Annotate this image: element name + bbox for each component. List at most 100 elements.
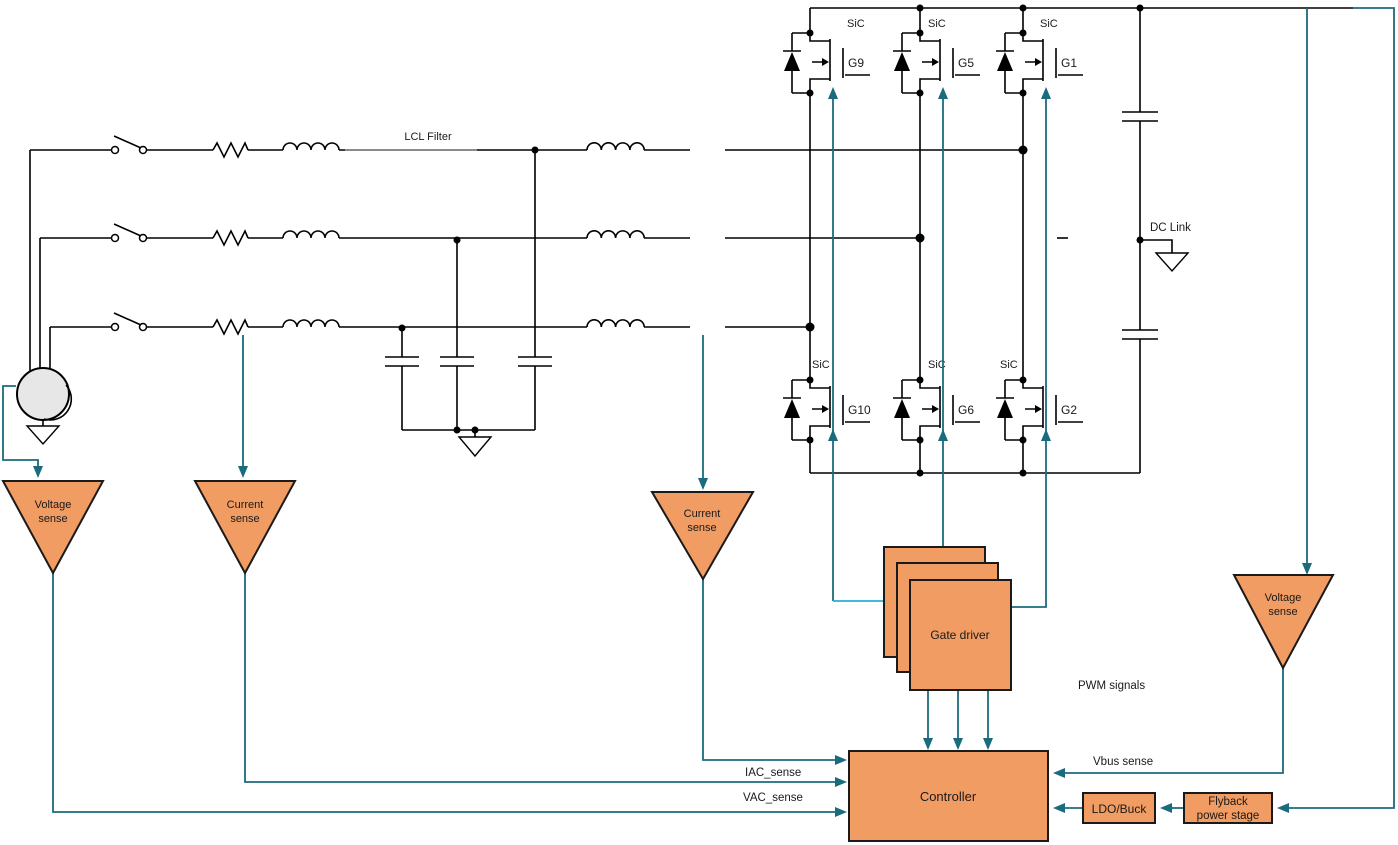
body-diode-icon [894,399,910,418]
iac-sense-label: IAC_sense [745,767,801,779]
phase-b-line [40,223,920,247]
current-sense-converter-block [650,491,755,581]
current-sense-label: Current [227,499,264,511]
body-diode-branch [783,32,810,94]
body-diode-branch [996,32,1023,94]
gate-label: G1 [1061,56,1077,70]
dc-link-label: DC Link [1150,222,1191,234]
phase-c-switch-blade [113,312,142,326]
ldo-buck-box [1082,792,1156,824]
phase-c-inductor1 [282,319,340,328]
flyback-supply-line [1289,7,1395,809]
dc-link-cap-top [1122,111,1158,122]
sic-mosfet-g2: G2 SiC [996,359,1083,444]
sic-mosfet-g9: G9 SiC [783,18,870,97]
body-diode-icon [784,52,800,71]
mosfet-arrow [822,405,829,413]
body-diode-branch [893,379,920,441]
body-diode-icon [997,399,1013,418]
body-diode-branch [996,379,1023,441]
ac-source-wave [43,384,73,421]
switch-pole [138,233,148,243]
sic-device-label: SiC [847,18,865,30]
gate-label: G6 [958,403,974,417]
phase-b-resistor [212,229,249,247]
source-feeder-wires [29,150,51,371]
mosfet-symbol [809,380,870,440]
body-diode-branch [893,32,920,94]
phase-a-line [30,135,1023,159]
sic-device-label: SiC [1000,359,1018,371]
ac-source-icon [16,367,70,421]
mosfet-symbol [809,33,870,93]
pwm-signals-label: PWM signals [1078,680,1145,692]
body-diode-icon [784,399,800,418]
pwm-line [927,690,989,738]
bridge [809,7,1353,474]
current-sense-grid-block [193,480,297,576]
cap-plate [440,356,474,367]
svg-text:sense: sense [38,513,67,525]
gate-label: G2 [1061,403,1077,417]
dc-link-ground-icon [1154,252,1190,273]
junction-dots [398,4,1144,477]
sic-device-label: SiC [928,18,946,30]
controller-box [848,750,1049,842]
phase-b-inductor1 [282,230,340,239]
phase-a-inductor2 [586,142,645,151]
sic-mosfet-g1: G1 SiC [996,18,1083,97]
voltage-sense-label: Voltage [1265,592,1302,604]
phase-b-inductor2 [586,230,645,239]
gate-label: G5 [958,56,974,70]
phase-c-line [50,312,810,336]
mosfet-arrow [932,58,939,66]
sic-device-label: SiC [928,359,946,371]
gate-label: G9 [848,56,864,70]
controller-label: Controller [920,789,977,804]
mosfet-symbol [1022,380,1083,440]
lcl-cap-bank [385,150,552,458]
vbus-sense-line [1065,668,1284,774]
dc-link-cap-bottom [1122,329,1158,340]
body-diode-icon [997,52,1013,71]
switch-pole [110,145,120,155]
signal-lines [2,7,1395,817]
power-blocks: Gate driver Controller LDO/Buck Flyback … [848,546,1273,842]
mosfet-symbol [1022,33,1083,93]
svg-text:power stage: power stage [1197,810,1260,822]
phase-a-inductor1 [282,142,340,151]
svg-text:sense: sense [230,513,259,525]
phase-b-switch-blade [113,223,142,237]
gate-driver-box-front [909,579,1012,691]
mosfet-arrow [932,405,939,413]
svg-text:sense: sense [1268,606,1297,618]
switch-pole [138,322,148,332]
gate-driver-label: Gate driver [930,628,989,642]
cs2-output-line [702,579,835,761]
vbus-sense-label: Vbus sense [1093,756,1153,768]
phase-a-switch-blade [113,135,142,149]
cap-plate [385,356,419,367]
iac-sense-line [244,573,835,783]
sic-device-label: SiC [812,359,830,371]
switch-pole [110,322,120,332]
mosfet-arrow [1035,58,1042,66]
cap-plate [518,356,552,367]
vac-sense-label: VAC_sense [743,792,803,804]
switch-pole [138,145,148,155]
sic-device-label: SiC [1040,18,1058,30]
lcl-filter-label: LCL Filter [404,131,452,143]
vs1-input-line [2,385,39,466]
sense-blocks: Voltage sense Current sense Current sens… [1,480,1335,671]
current-sense-label: Current [684,508,721,520]
sic-mosfet-g6: G6 SiC [893,359,980,444]
mosfet-arrow [822,58,829,66]
phase-c-resistor [212,318,249,336]
voltage-sense-dcbus-block [1232,574,1335,671]
ac-source [16,150,73,446]
dc-link-ground-stem [1140,239,1173,253]
